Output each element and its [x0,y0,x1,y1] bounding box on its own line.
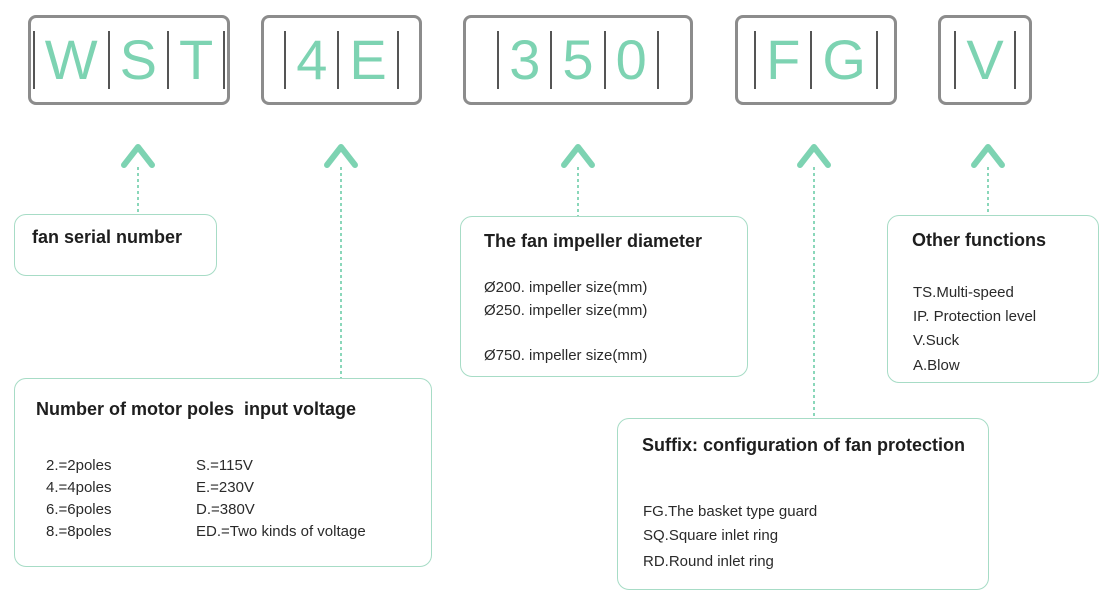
separator [284,31,287,89]
separator [223,31,226,89]
code-char: W [44,28,98,91]
arrow-up-icon [561,144,595,168]
code-char: V [966,28,1004,91]
poles-item: 4.=4poles [46,479,112,496]
separator [396,31,399,89]
function-item: A.Blow [913,357,960,374]
separator [1013,31,1016,89]
poles-voltage-grid: 2.=2poles S.=115V 4.=4poles E.=230V 6.=6… [46,457,366,540]
separator [603,31,606,89]
diameter-box-title: The fan impeller diameter [484,231,703,251]
code-box-diameter: 3 5 0 [463,15,693,105]
code-box-protection: F G [735,15,897,105]
diameter-item: Ø750. impeller size(mm) [484,347,648,364]
arrow-up-icon [971,144,1005,168]
functions-box: Other functions TS.Multi-speed IP. Prote… [887,215,1099,383]
code-char: T [179,28,214,91]
separator [754,31,757,89]
code-box-poles: 4 E [261,15,422,105]
code-char: F [766,28,801,91]
separator [107,31,110,89]
code-char: 5 [562,28,594,91]
separator [810,31,813,89]
voltage-item: E.=230V [196,479,254,496]
poles-item: 8.=8poles [46,523,112,540]
code-char: 0 [615,28,647,91]
separator [337,31,340,89]
code-box-function: V [938,15,1032,105]
code-char: 3 [509,28,541,91]
diameter-item: Ø200. impeller size(mm) [484,279,648,296]
arrow-up-icon [797,144,831,168]
code-box-series: W S T [28,15,230,105]
separator [875,31,878,89]
poles-box-title: Number of motor poles input voltage [36,399,357,419]
code-char: S [119,28,157,91]
voltage-item: S.=115V [196,457,253,474]
protection-box-title: Suffix: configuration of fan protection [642,435,965,456]
functions-box-title: Other functions [912,230,1046,250]
separator [497,31,500,89]
poles-box: Number of motor poles input voltage 2.=2… [14,378,432,567]
separator [32,31,35,89]
arrow-up-icon [121,144,155,168]
separator [656,31,659,89]
protection-item: RD.Round inlet ring [643,553,774,570]
protection-item: SQ.Square inlet ring [643,527,779,544]
code-char: E [349,28,387,91]
series-box-title: fan serial number [32,227,183,247]
arrow-up-icon [324,144,358,168]
protection-box: Suffix: configuration of fan protection … [617,418,989,590]
diameter-box: The fan impeller diameter Ø200. impeller… [460,216,748,377]
voltage-item: ED.=Two kinds of voltage [196,523,366,540]
series-box: fan serial number [14,214,217,276]
function-item: IP. Protection level [913,308,1037,325]
separator [954,31,957,89]
voltage-item: D.=380V [196,501,255,518]
function-item: V.Suck [913,332,960,349]
poles-item: 2.=2poles [46,457,112,474]
poles-item: 6.=6poles [46,501,112,518]
code-char: 4 [296,28,328,91]
diameter-item: Ø250. impeller size(mm) [484,302,648,319]
protection-title-bold: Suffix [642,435,693,455]
function-item: TS.Multi-speed [913,284,1014,301]
code-char: G [822,28,866,91]
separator [550,31,553,89]
separator [167,31,169,89]
protection-item: FG.The basket type guard [643,503,818,520]
protection-title-rest: : configuration of fan protection [692,435,965,455]
